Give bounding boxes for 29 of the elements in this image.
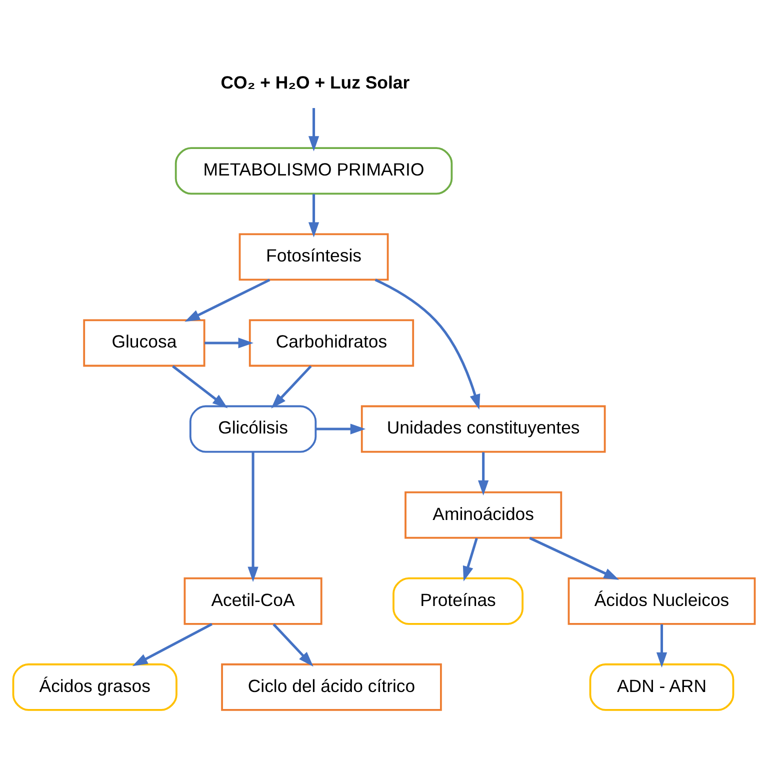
arrow [271, 364, 312, 408]
node-box: ADN - ARN [589, 662, 734, 710]
node-box: Aminoácidos [404, 490, 562, 538]
arrow [132, 622, 212, 666]
arrow [316, 423, 366, 434]
node-box: Ciclo del ácido cítrico [221, 662, 442, 710]
node-box: Proteínas [392, 576, 524, 624]
arrow [184, 278, 270, 322]
node-text: CO₂ + H₂O + Luz Solar [220, 72, 410, 92]
arrow [374, 278, 480, 410]
arrow [462, 537, 478, 581]
arrow [272, 622, 314, 666]
node-box: Unidades constituyentes [360, 404, 606, 452]
node-box: METABOLISMO PRIMARIO [174, 146, 453, 194]
arrow [308, 194, 320, 237]
arrow [308, 108, 320, 151]
node-box: Carbohidratos [248, 318, 414, 366]
arrow [478, 452, 489, 496]
node-box: Ácidos grasos [12, 662, 178, 710]
arrow [248, 452, 258, 582]
arrow [172, 364, 228, 408]
node-box: Glucosa [83, 318, 206, 366]
node-box: Acetil-CoA [184, 576, 322, 624]
node-box: Glicólisis [189, 404, 317, 452]
node-box: Ácidos Nucleicos [568, 576, 756, 624]
arrow [529, 536, 620, 580]
node-box: Fotosíntesis [238, 232, 389, 280]
arrow [204, 337, 254, 348]
arrow [656, 624, 668, 668]
